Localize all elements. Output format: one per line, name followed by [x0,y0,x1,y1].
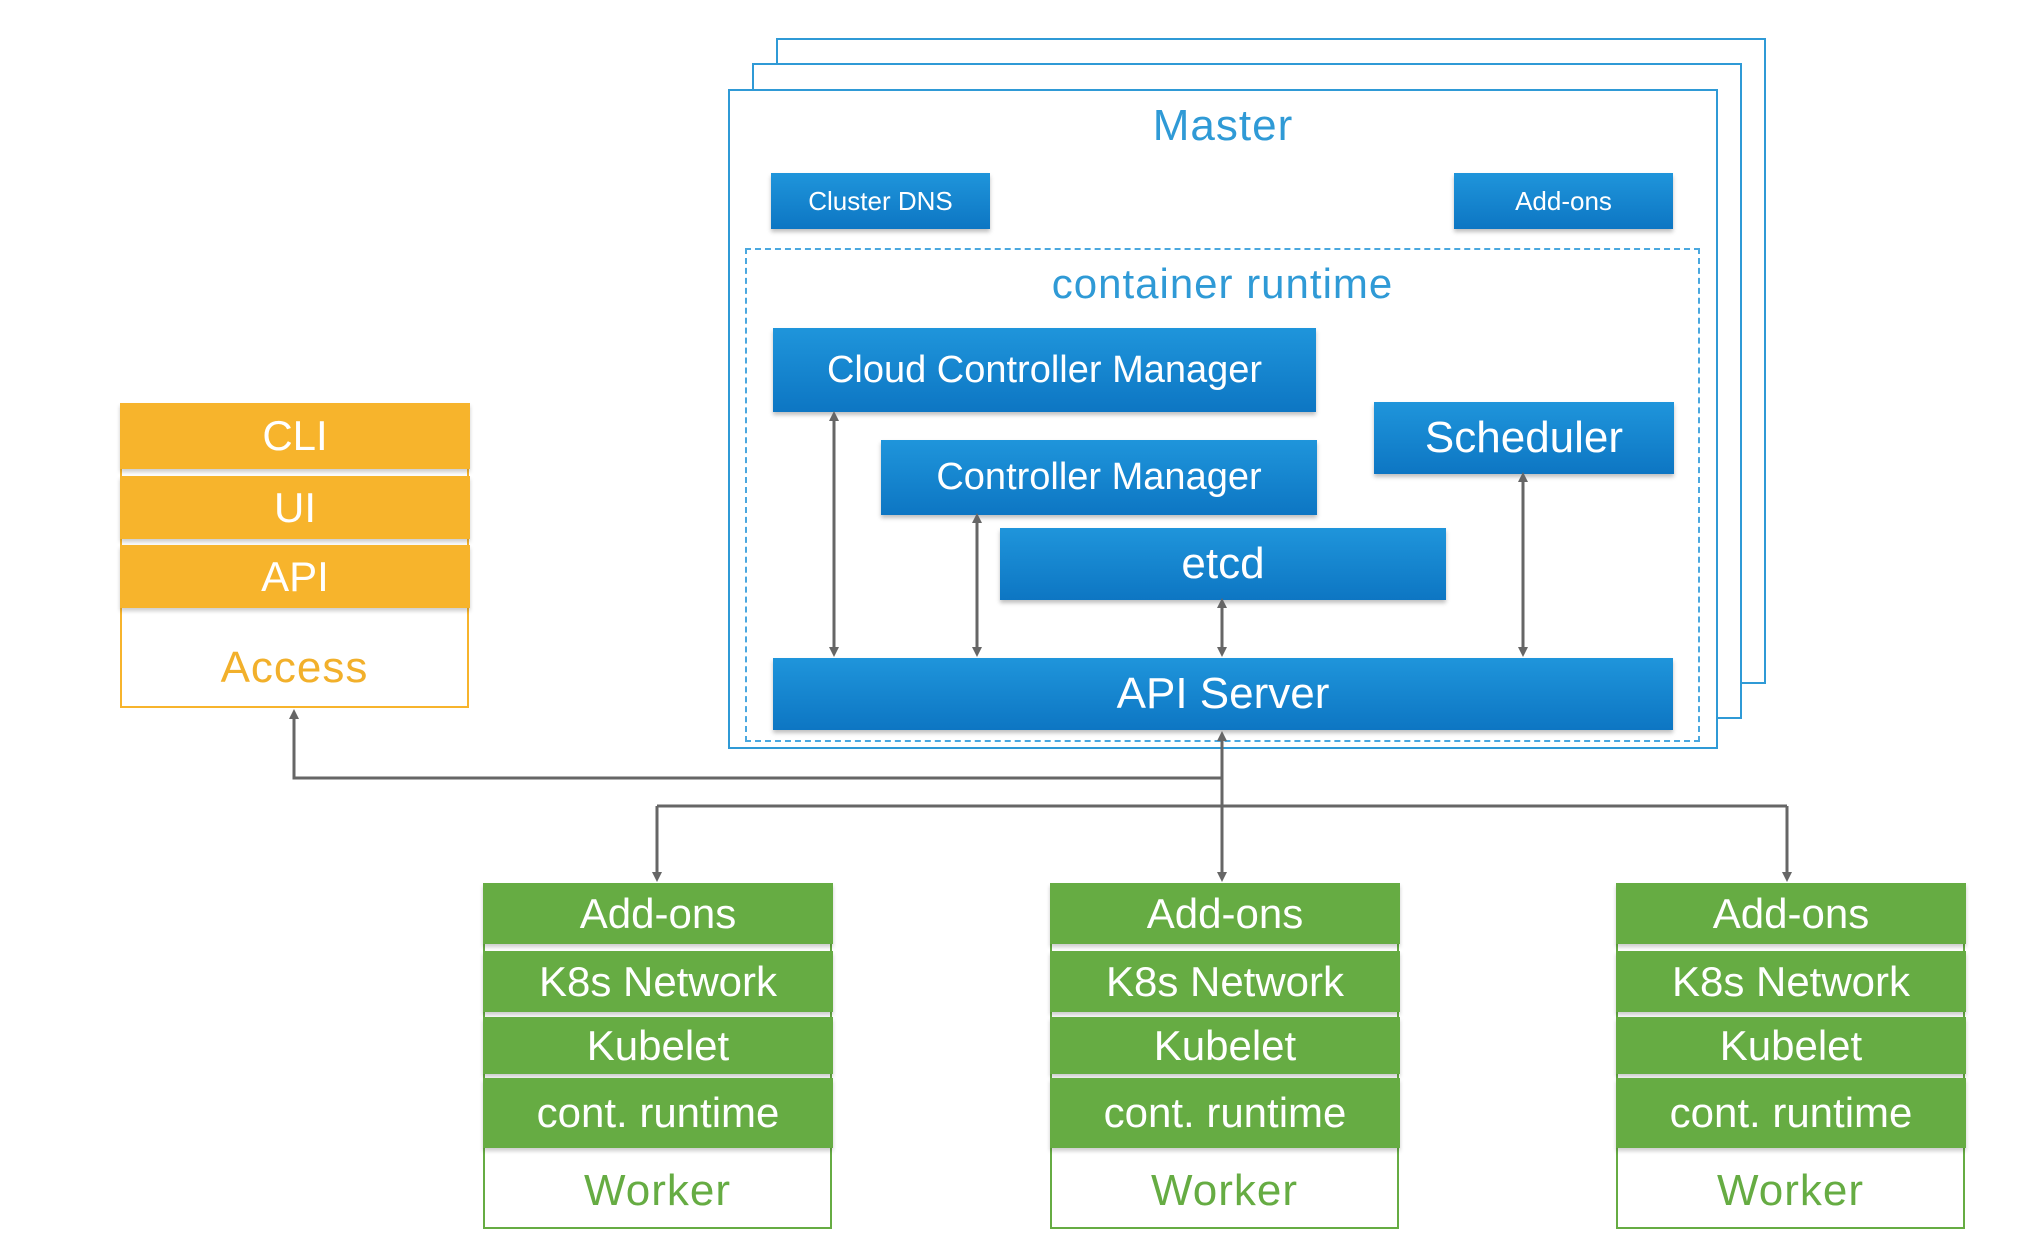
worker-1-addons: Add-ons [483,883,833,944]
worker-2-label: Worker [1151,1166,1298,1215]
worker-1-cont-runtime: cont. runtime [483,1078,833,1148]
worker-3-k8s-network: K8s Network [1616,951,1966,1012]
cluster-dns-box: Cluster DNS [771,173,990,229]
worker-2-k8s-network: K8s Network [1050,951,1400,1012]
master-addons-box: Add-ons [1454,173,1673,229]
worker-3-addons: Add-ons [1616,883,1966,944]
controller-manager-box: Controller Manager [881,440,1317,515]
scheduler-box: Scheduler [1374,402,1674,474]
master-title: Master [1152,101,1294,150]
etcd-box: etcd [1000,528,1446,600]
worker-3-cont-runtime: cont. runtime [1616,1078,1966,1148]
worker-2-kubelet: Kubelet [1050,1017,1400,1074]
access-ui: UI [120,476,470,539]
container-runtime-title: container runtime [1051,260,1394,307]
cloud-controller-manager-box: Cloud Controller Manager [773,328,1316,412]
worker-1-kubelet: Kubelet [483,1017,833,1074]
access-label: Access [220,643,369,692]
worker-2-addons: Add-ons [1050,883,1400,944]
arrow-to-access [289,709,1222,780]
worker-1-k8s-network: K8s Network [483,951,833,1012]
worker-1-label: Worker [584,1166,731,1215]
worker-3-kubelet: Kubelet [1616,1017,1966,1074]
worker-3-label: Worker [1717,1166,1864,1215]
access-cli: CLI [120,403,470,469]
api-server-box: API Server [773,658,1673,730]
worker-2-cont-runtime: cont. runtime [1050,1078,1400,1148]
access-api: API [120,545,470,608]
